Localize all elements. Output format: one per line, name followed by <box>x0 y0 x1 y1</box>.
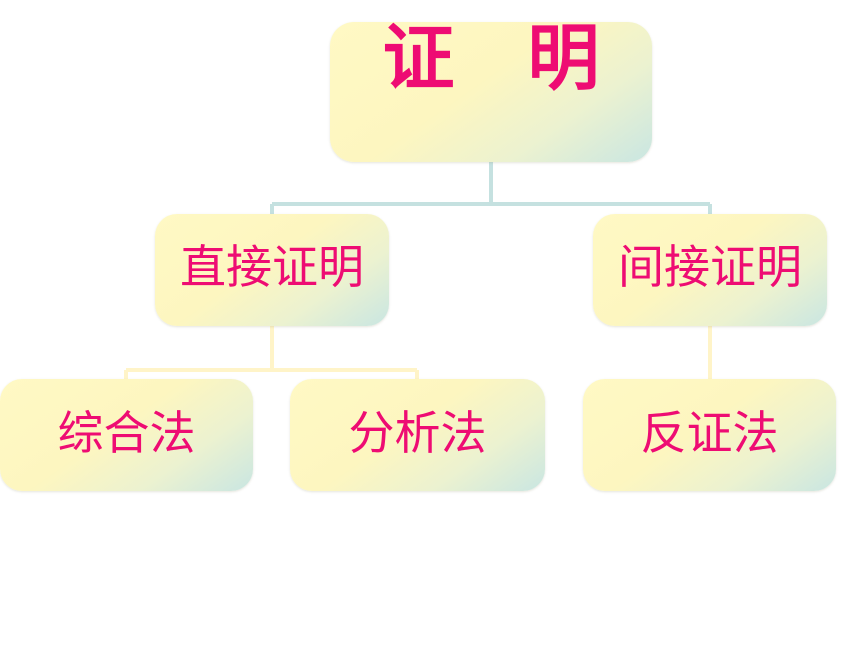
node-analysis-method: 分析法 <box>290 379 545 491</box>
node-indirect-proof-label: 间接证明 <box>618 240 802 294</box>
node-contradiction-method: 反证法 <box>583 379 836 491</box>
node-direct-proof-label: 直接证明 <box>180 240 364 294</box>
node-contradiction-method-label: 反证法 <box>640 406 779 460</box>
direct-to-methods-connector <box>124 326 419 379</box>
root-node-proof: 证 明 <box>330 22 652 162</box>
node-analysis-method-label: 分析法 <box>348 406 487 460</box>
node-direct-proof: 直接证明 <box>155 214 389 326</box>
node-indirect-proof: 间接证明 <box>593 214 827 326</box>
root-to-level1-connector <box>270 162 712 214</box>
node-synthesis-method-label: 综合法 <box>57 406 196 460</box>
node-synthesis-method: 综合法 <box>0 379 253 491</box>
root-node-label: 证 明 <box>382 16 624 100</box>
